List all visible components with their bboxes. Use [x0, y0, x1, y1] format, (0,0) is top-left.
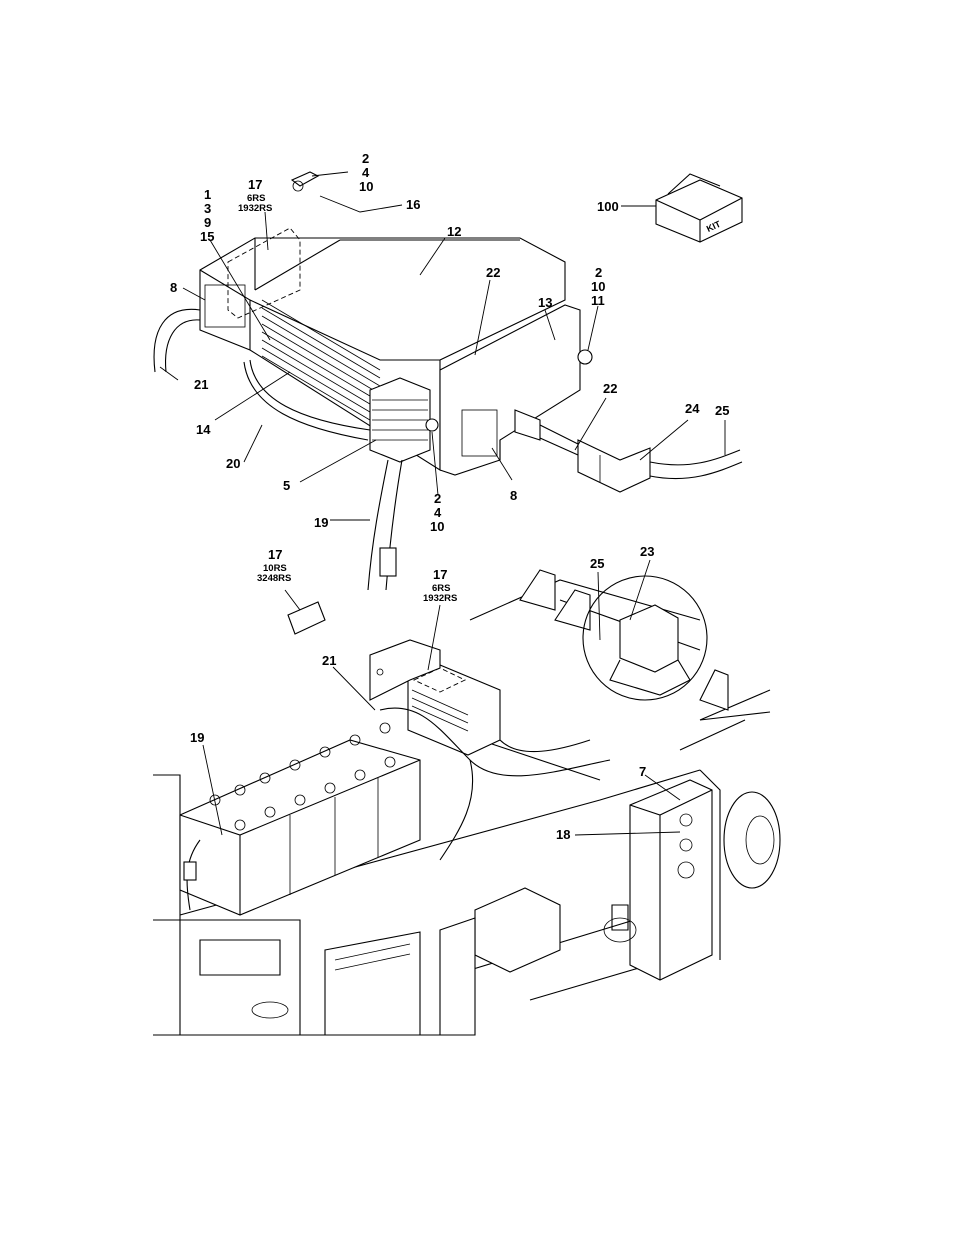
callout-21-mid: 21	[322, 653, 336, 668]
callout-18: 18	[556, 827, 570, 842]
callout-10-c: 10	[430, 519, 444, 534]
callout-13: 13	[538, 295, 552, 310]
callout-25-mid: 25	[590, 556, 604, 571]
callout-19-top: 19	[314, 515, 328, 530]
chassis-installed-view	[153, 569, 781, 1036]
callout-20: 20	[226, 456, 240, 471]
callout-17-sub-6rs: 6RS	[247, 193, 265, 204]
callout-19-mid: 19	[190, 730, 204, 745]
callout-22-right: 22	[603, 381, 617, 396]
callout-4-c: 4	[434, 505, 442, 520]
callout-8-left: 8	[170, 280, 177, 295]
callout-2: 2	[362, 151, 369, 166]
callout-17-sub-1932rs-b: 1932RS	[423, 593, 457, 604]
callout-8-right: 8	[510, 488, 517, 503]
callout-2-b: 2	[595, 265, 602, 280]
callout-10: 10	[359, 179, 373, 194]
callout-4: 4	[362, 165, 370, 180]
callout-3: 3	[204, 201, 211, 216]
callout-14: 14	[196, 422, 211, 437]
callout-25-top: 25	[715, 403, 729, 418]
callouts: 2 4 10 17 6RS 1932RS 1 3 9 15 16 12 100 …	[170, 151, 729, 842]
callout-9: 9	[204, 215, 211, 230]
callout-17-b: 17	[268, 547, 282, 562]
charger-exploded-view: KIT	[153, 171, 743, 591]
callout-16: 16	[406, 197, 420, 212]
callout-17-sub-10rs: 10RS	[263, 563, 287, 574]
callout-11: 11	[591, 293, 605, 308]
callout-15: 15	[200, 229, 214, 244]
callout-17-sub-3248rs: 3248RS	[257, 573, 291, 584]
callout-24: 24	[685, 401, 700, 416]
callout-7: 7	[639, 764, 646, 779]
callout-17-sub-1932rs: 1932RS	[238, 203, 272, 214]
callout-1: 1	[204, 187, 211, 202]
callout-21-top: 21	[194, 377, 208, 392]
callout-2-c: 2	[434, 491, 441, 506]
callout-17-sub-6rs-b: 6RS	[432, 583, 450, 594]
callout-17-c: 17	[433, 567, 447, 582]
callout-23: 23	[640, 544, 654, 559]
callout-12: 12	[447, 224, 461, 239]
callout-5: 5	[283, 478, 290, 493]
callout-100: 100	[597, 199, 619, 214]
leader-lines	[159, 171, 726, 836]
callout-17: 17	[248, 177, 262, 192]
callout-10-b: 10	[591, 279, 605, 294]
callout-22-top: 22	[486, 265, 500, 280]
